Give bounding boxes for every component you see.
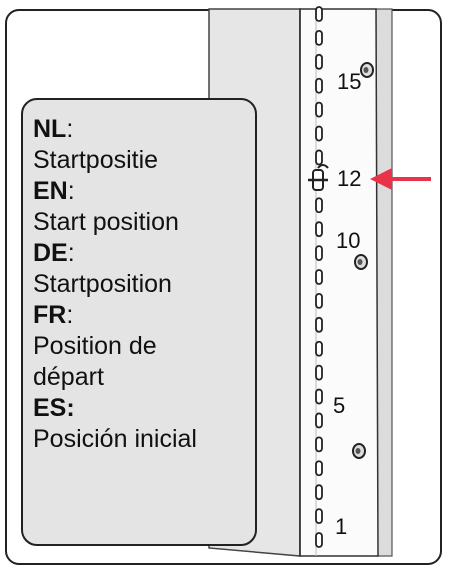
rack-slot [315,316,323,333]
legend-heading-fr: FR: [33,301,74,329]
rack-slot [315,364,323,381]
rack-slot [315,77,323,94]
rack-slot [315,340,323,357]
rack-slot [315,30,323,46]
peg-low [352,443,366,459]
position-label-15: 15 [337,69,362,94]
rack-slot [315,388,323,405]
start-position-arrow [370,168,431,190]
rack-slot [315,101,323,118]
rack-slot [315,245,323,261]
legend-text-es: Posición inicial [33,425,197,453]
legend-heading-en: EN: [33,177,75,205]
legend-heading-es: ES: [33,394,75,422]
legend-text-fr-line2: départ [33,363,104,391]
legend-heading-nl: NL: [33,115,74,143]
rack-slot [315,221,323,238]
position-label-10: 10 [336,228,361,253]
rack-slot [315,6,323,22]
position-label-5: 5 [333,393,346,418]
rack-slot [315,412,323,429]
legend-heading-de: DE: [33,239,75,267]
peg-10 [354,254,368,270]
position-label-12: 12 [337,166,362,191]
legend-text-en: Start position [33,208,179,236]
position-label-1: 1 [335,514,348,539]
peg-15 [360,62,374,78]
rack-slot [315,53,323,70]
legend-text-fr-line1: Position de [33,332,157,360]
rack-slot [315,125,323,142]
legend-text-nl: Startpositie [33,146,159,174]
rack-slot [315,460,323,477]
slot-column [315,6,323,548]
language-legend: NL: Startpositie EN: Start position DE: … [21,98,257,546]
start-clip-12 [308,164,329,191]
rack-slot [315,508,323,524]
rack-slot [315,293,323,309]
rack-slot [315,149,323,166]
rack-slot [315,532,323,548]
rack-slot [315,197,323,214]
legend-text-de: Startposition [33,270,172,298]
rack-slot [315,484,323,501]
rack-slot [315,436,323,453]
rack-slot [315,269,323,285]
